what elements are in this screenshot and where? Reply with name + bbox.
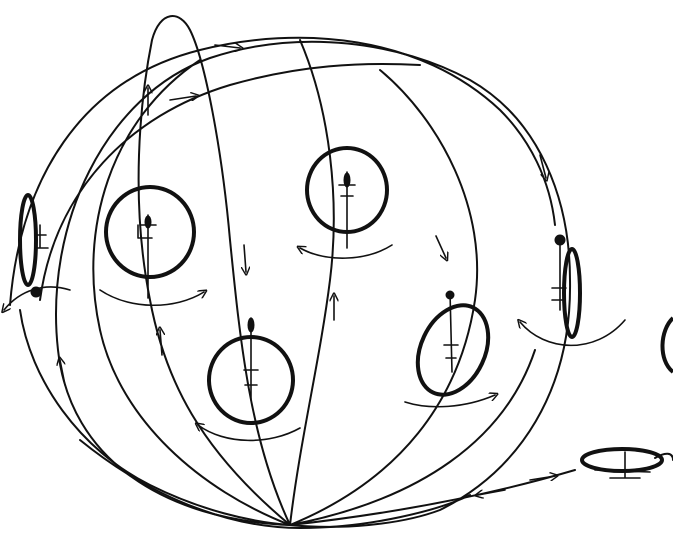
arrow-6	[160, 330, 162, 355]
rotor-far-right-partial	[662, 318, 673, 372]
rotor-center-bottom	[198, 318, 300, 440]
rotor-right-tilted	[404, 291, 502, 407]
meridian-center	[290, 40, 334, 525]
meridian-far-right	[290, 350, 535, 525]
rotor-bottom-right-side	[582, 449, 673, 478]
rotor-upper-right	[300, 148, 392, 258]
direction-arrows	[60, 45, 555, 495]
orbit-lower-left	[20, 310, 290, 525]
orbit-to-side-rotor	[290, 470, 575, 525]
rotor-right-edge	[520, 235, 625, 345]
orbit-upper-sweep	[40, 64, 420, 300]
arrow-4	[244, 245, 246, 272]
arrow-7	[436, 236, 446, 258]
rotor-left-edge	[4, 195, 70, 310]
orbit-lines	[10, 16, 575, 528]
rotor-upper-left	[100, 187, 204, 305]
orbit-back-circle	[10, 38, 555, 305]
sphere-outline	[56, 42, 570, 527]
meridian-left	[93, 60, 290, 525]
orbit-belt	[80, 440, 470, 528]
